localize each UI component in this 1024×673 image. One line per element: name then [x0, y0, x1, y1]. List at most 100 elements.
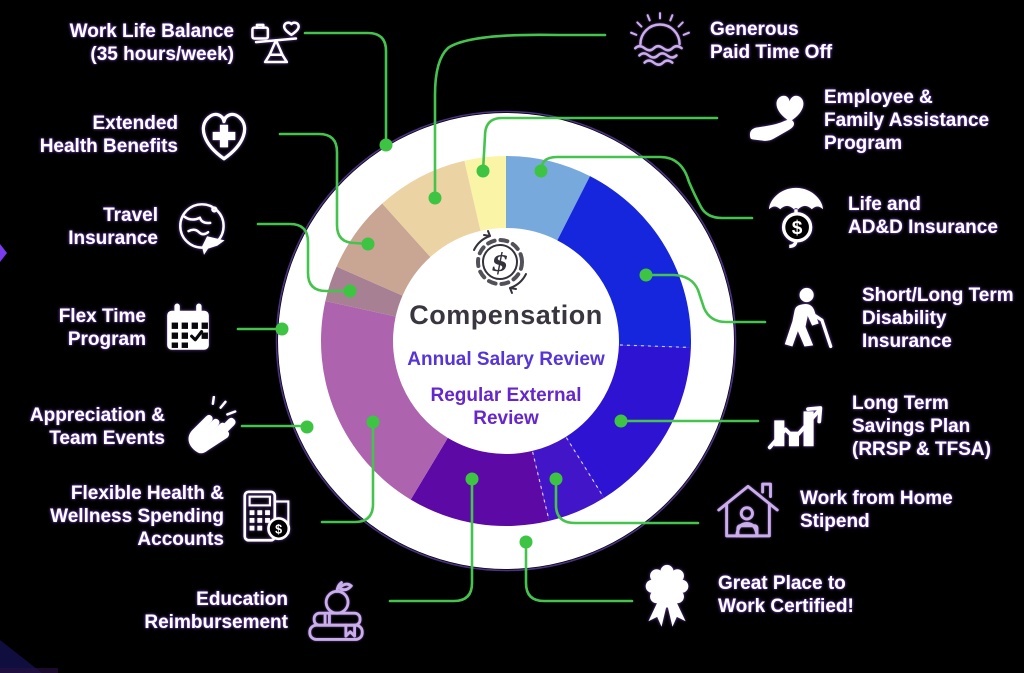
connector-line-work-from-home [554, 477, 700, 525]
benefit-label-line: Health Benefits [39, 136, 178, 157]
donut-segment [464, 156, 506, 231]
connector-dot-life-add [534, 164, 548, 178]
benefit-label: Life and AD&D Insurance [848, 193, 1020, 239]
segment-separator [619, 344, 690, 349]
connector-dot-work-from-home [549, 472, 563, 486]
connector-line-extended-health [278, 132, 370, 246]
connector-dot-disability [639, 268, 653, 282]
benefit-label-line: Insurance [68, 228, 158, 249]
benefit-label-line: Employee & [824, 87, 933, 108]
corner-sliver [0, 668, 58, 673]
benefit-savings-plan: Long Term Savings Plan (RRSP & TFSA) [762, 390, 1024, 462]
globe-plane-icon [179, 203, 225, 255]
connector-dot-employee-family [476, 164, 490, 178]
donut-segment [325, 266, 403, 317]
benefit-extended-health: Extended Health Benefits [14, 102, 257, 168]
benefit-label: Long Term Savings Plan (RRSP & TFSA) [852, 392, 1024, 461]
benefit-label-line: Program [67, 329, 146, 350]
donut-segment [506, 156, 590, 241]
benefit-employee-family: Employee & Family Assistance Program [742, 86, 1020, 155]
benefit-life-add: $ Life and AD&D Insurance [760, 180, 1020, 252]
house-laptop-icon [717, 482, 779, 538]
benefit-label-line: Program [824, 133, 903, 154]
wheel-center-text: Compensation Annual Salary Review Regula… [386, 300, 626, 430]
benefit-label: Work Life Balance (35 hours/week) [34, 20, 234, 66]
benefit-travel-insurance: Travel Insurance [24, 194, 237, 260]
benefit-education: Education Reimbursement [116, 576, 371, 646]
award-badge-icon [645, 564, 689, 627]
benefit-label: Extended Health Benefits [14, 112, 178, 158]
benefit-label-line: Flexible Health & [70, 483, 224, 504]
benefit-label-line: Savings Plan [852, 415, 971, 437]
center-subtitle-1: Annual Salary Review [407, 349, 605, 370]
benefit-label-line: Short/Long Term [862, 284, 1014, 306]
connector-line-great-place [524, 540, 634, 603]
calculator-icon: $ [243, 489, 291, 542]
benefit-label-line: Reimbursement [144, 612, 288, 633]
benefit-label-line: Work from Home [800, 488, 953, 509]
benefit-label-line: (35 hours/week) [90, 44, 234, 65]
person-cane-icon [784, 287, 833, 349]
benefit-label-line: Life and [848, 194, 921, 215]
benefit-label-line: Accounts [137, 529, 224, 550]
connector-dot-paid-time-off [428, 191, 442, 205]
connector-line-paid-time-off [433, 33, 607, 200]
benefit-label: Great Place to Work Certified! [718, 572, 890, 618]
benefit-label: Generous Paid Time Off [710, 18, 900, 64]
benefit-label: Work from Home Stipend [800, 487, 988, 533]
connector-dot-extended-health [361, 237, 375, 251]
benefit-label: Employee & Family Assistance Program [824, 86, 1020, 155]
balance-scale-icon [251, 21, 300, 64]
connector-line-disability [644, 273, 767, 324]
connector-dot-travel-insurance [343, 284, 357, 298]
benefit-label-line: Flex Time [58, 306, 146, 327]
svg-text:$: $ [491, 248, 508, 277]
benefit-label: Travel Insurance [24, 204, 158, 250]
benefit-appreciation: Appreciation & Team Events [8, 396, 240, 458]
benefit-label-line: Wellness Spending [50, 506, 224, 527]
benefit-label: Education Reimbursement [116, 588, 288, 634]
benefit-work-life-balance: Work Life Balance (35 hours/week) [34, 14, 305, 72]
benefit-label-line: Insurance [862, 330, 952, 352]
svg-text:$: $ [792, 218, 803, 239]
corner-decoration [0, 640, 42, 673]
decorations [0, 244, 58, 673]
wheel-outline-ring [275, 110, 737, 572]
sparkle-decoration [0, 244, 7, 262]
umbrella-dollar-icon: $ [769, 187, 823, 249]
books-apple-icon [308, 581, 364, 641]
center-subtitle-2: Regular External Review [430, 385, 582, 429]
benefit-label: Appreciation & Team Events [8, 404, 165, 450]
connector-dot-great-place [519, 535, 533, 549]
donut-segment [532, 436, 605, 521]
benefit-label-line: Stipend [800, 511, 870, 532]
benefit-label-line: Disability [862, 307, 947, 329]
connector-dot-flex-time [275, 322, 289, 336]
benefit-label-line: Appreciation & [29, 405, 165, 426]
connector-line-employee-family [481, 116, 719, 173]
benefit-label-line: Team Events [49, 428, 165, 449]
connector-dot-work-life-balance [379, 138, 393, 152]
benefit-label-line: Travel [103, 205, 158, 226]
hand-heart-icon [749, 95, 804, 141]
benefit-label-line: Work Certified! [718, 596, 854, 617]
connector-dot-flexible-spending [366, 415, 380, 429]
connector-line-travel-insurance [256, 222, 352, 293]
benefit-label-line: Work Life Balance [69, 21, 234, 42]
benefit-label-line: Great Place to [718, 573, 846, 594]
segment-separator [565, 437, 605, 498]
benefit-label: Flex Time Program [22, 305, 146, 351]
benefit-label-line: Extended [92, 113, 178, 134]
donut-segment [336, 203, 431, 296]
donut-segment [320, 300, 448, 500]
heart-cross-icon [201, 112, 247, 161]
sunset-icon [630, 12, 690, 66]
connector-dot-appreciation [300, 420, 314, 434]
chart-arrow-icon [767, 406, 823, 450]
clapping-hands-icon [188, 396, 237, 454]
benefit-label-line: Generous [710, 19, 799, 40]
benefit-label-line: Family Assistance [824, 110, 990, 131]
donut-segment [410, 437, 550, 526]
